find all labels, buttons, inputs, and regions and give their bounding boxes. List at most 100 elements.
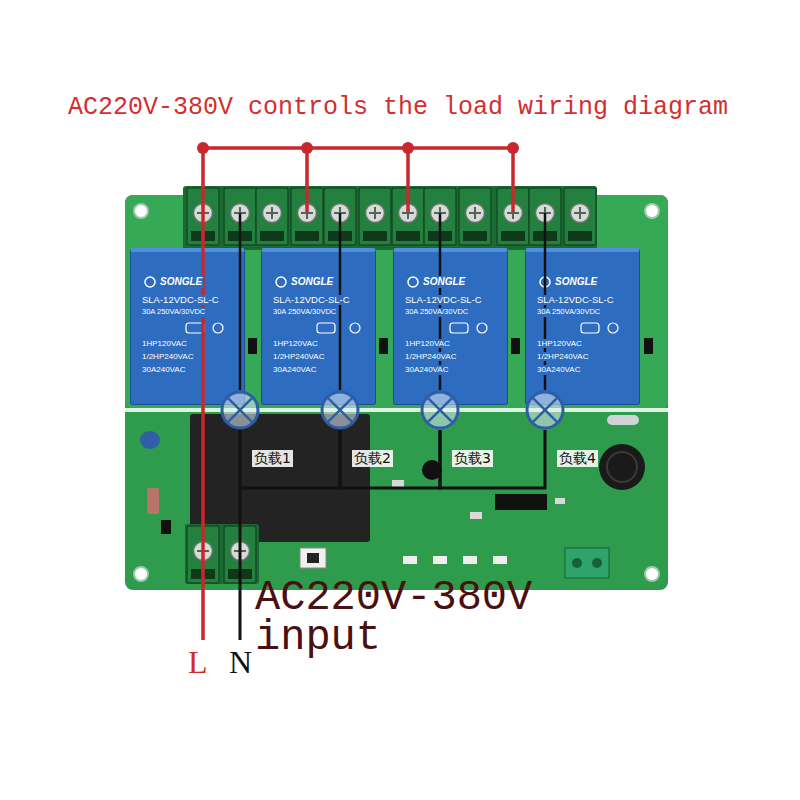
board-component <box>607 452 637 482</box>
load-label: 负载1 <box>252 450 293 467</box>
lamp-symbol <box>320 390 360 430</box>
lamp-symbol <box>427 397 452 422</box>
board-component <box>161 520 171 534</box>
relay-marking-text: SLA-12VDC-SL-C <box>404 295 483 306</box>
relay-marking-text: SLA-12VDC-SL-C <box>272 295 351 306</box>
output-terminal-block <box>224 188 256 245</box>
lamp-symbol <box>527 392 563 428</box>
lamp-symbol <box>220 390 260 430</box>
relay-marking-text: 30A240VAC <box>404 365 449 374</box>
input-voltage-label: AC220V-380V input <box>255 578 555 658</box>
board-component <box>422 460 442 480</box>
power-module <box>190 414 370 542</box>
output-terminal-block <box>424 188 456 245</box>
lamp-symbol <box>227 397 252 422</box>
mounting-hole <box>645 204 659 218</box>
relay-marking-text: SONGLE <box>422 276 466 288</box>
load-label: 负载3 <box>452 450 493 467</box>
load-label: 负载4 <box>557 450 598 467</box>
pcb-board <box>125 408 668 412</box>
input-terminal-block <box>185 524 259 584</box>
load-label: 负载2 <box>352 450 393 467</box>
pcb-board <box>125 195 668 590</box>
board-component <box>599 444 645 490</box>
board-component <box>379 338 388 354</box>
relay-body: SONGLE SLA-12VDC-SL-C 30A 250VA/30VDC 1HP12… <box>393 248 508 405</box>
neutral-bus-wire <box>340 430 440 488</box>
relay-marking-text: 1/2HP240VAC <box>272 352 325 361</box>
output-terminal-block <box>324 188 356 245</box>
relay-marking-text: 1HP120VAC <box>272 339 319 348</box>
load-lamp: 负载2 <box>320 390 360 430</box>
board-component <box>470 512 482 519</box>
terminal-letter: N <box>229 646 252 678</box>
lamp-symbol <box>532 397 557 422</box>
mounting-hole <box>134 567 148 581</box>
input-terminal-block <box>187 526 219 583</box>
board-component <box>307 553 319 563</box>
relay-marking-text: SONGLE <box>159 276 203 288</box>
neutral-bus-wire <box>240 430 340 488</box>
board-component <box>248 338 257 354</box>
board-component <box>511 338 520 354</box>
lamp-symbol <box>322 392 358 428</box>
lamp-symbol <box>427 397 452 422</box>
board-component <box>572 558 582 568</box>
board-component <box>403 556 417 564</box>
board-component <box>147 488 159 514</box>
board-component <box>592 558 602 568</box>
board-component <box>433 556 447 564</box>
input-terminal-block <box>185 524 259 584</box>
lamp-symbol <box>422 392 458 428</box>
relay-marking-text: 1/2HP240VAC <box>536 352 589 361</box>
lamp-symbol <box>532 397 557 422</box>
load-lamp: 负载3 <box>420 390 460 430</box>
lamp-symbol <box>227 397 252 422</box>
live-wire <box>203 146 513 150</box>
junction-dot <box>402 142 414 154</box>
board-component <box>644 338 653 354</box>
relay-marking-text: 1/2HP240VAC <box>141 352 194 361</box>
live-wire <box>406 148 410 212</box>
junction-dot <box>507 142 519 154</box>
relay-marking-text: SONGLE <box>290 276 334 288</box>
relay-marking-text: 30A 250VA/30VDC <box>141 308 206 317</box>
board-component <box>463 556 477 564</box>
board-component <box>493 556 507 564</box>
output-terminal-block <box>187 188 219 245</box>
lamp-symbol <box>222 392 258 428</box>
relay-marking-text: 1HP120VAC <box>404 339 451 348</box>
relay-marking-text: 30A240VAC <box>536 365 581 374</box>
power-module <box>190 414 370 542</box>
relay-marking-text: SLA-12VDC-SL-C <box>141 295 220 306</box>
relay-marking-text: 30A 250VA/30VDC <box>536 308 601 317</box>
output-terminal-block <box>359 188 391 245</box>
relay-marking-text: 30A 250VA/30VDC <box>404 308 469 317</box>
neutral-wire <box>239 488 242 640</box>
live-wire <box>305 148 309 212</box>
output-terminal-block <box>564 188 596 245</box>
output-terminal-block <box>183 186 597 250</box>
board-component <box>495 494 547 510</box>
neutral-bus-wire <box>440 430 545 488</box>
lamp-symbol <box>525 390 565 430</box>
output-terminal-block <box>183 186 597 250</box>
board-component <box>565 548 609 578</box>
relay-marking-text: 30A 250VA/30VDC <box>272 308 337 317</box>
relay-marking-text: SLA-12VDC-SL-C <box>536 295 615 306</box>
output-terminal-block <box>291 188 323 245</box>
relay-body: SONGLE SLA-12VDC-SL-C 30A 250VA/30VDC 1HP12… <box>525 248 640 405</box>
relay-body: SONGLESLA-12VDC-SL-C30A 250VA/30VDC1HP12… <box>130 248 245 405</box>
board-component <box>555 498 565 504</box>
relay-marking-text: 30A240VAC <box>141 365 186 374</box>
lamp-symbol <box>327 397 352 422</box>
junction-dot <box>197 142 519 154</box>
load-lamp: 负载4 <box>525 390 565 430</box>
relay-marking-text: 1HP120VAC <box>536 339 583 348</box>
output-terminal-block <box>392 188 424 245</box>
relay-marking-text: SONGLE <box>554 276 598 288</box>
diagram-title: AC220V-380V controls the load wiring dia… <box>68 93 728 123</box>
terminal-letter: L <box>188 646 208 678</box>
lamp-symbol <box>420 390 460 430</box>
